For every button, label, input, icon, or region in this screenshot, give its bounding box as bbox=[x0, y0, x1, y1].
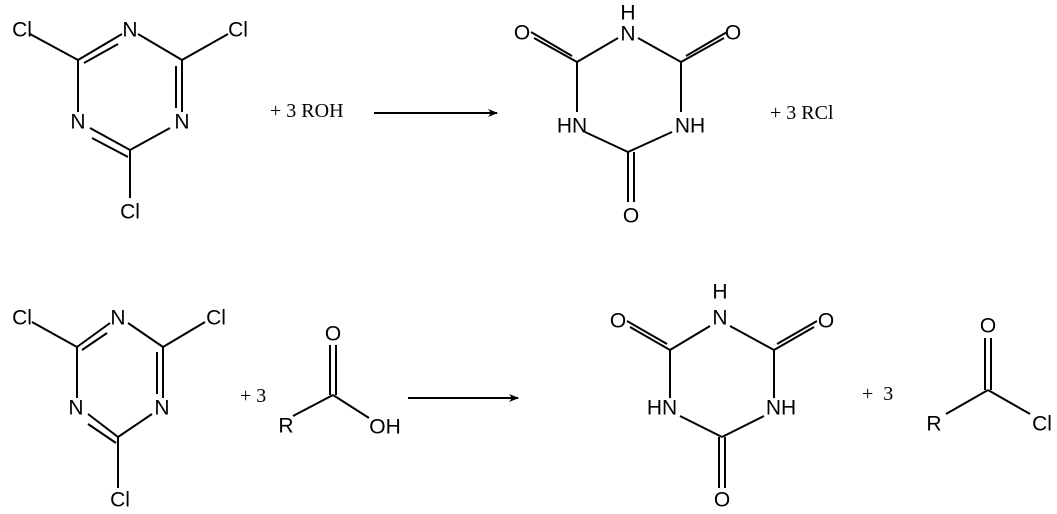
coefficient-label: + 3 bbox=[240, 385, 266, 407]
byproduct-label: + 3 RCl bbox=[770, 102, 834, 124]
atom-nh: NH bbox=[675, 115, 705, 138]
atom-o: O bbox=[514, 22, 530, 45]
atom-o: O bbox=[714, 489, 730, 512]
svg-text:N: N bbox=[712, 307, 727, 330]
atom-o: O bbox=[818, 310, 834, 333]
cyanuric-chloride-1: N N N Cl Cl Cl bbox=[12, 19, 248, 224]
atom-oh: OH bbox=[369, 416, 401, 439]
atom-cl: Cl bbox=[12, 307, 32, 330]
reagent-label: + 3 ROH bbox=[270, 100, 344, 122]
atom-o: O bbox=[623, 205, 639, 228]
svg-text:N: N bbox=[620, 23, 635, 46]
atom-hn: HN bbox=[647, 397, 677, 420]
cyanuric-acid-2: H N HN NH O O O bbox=[610, 281, 834, 512]
atom-cl: Cl bbox=[120, 201, 140, 224]
atom-n: N bbox=[68, 397, 83, 420]
atom-cl: Cl bbox=[1032, 413, 1052, 436]
atom-r: R bbox=[926, 413, 941, 436]
atom-n: N bbox=[70, 111, 85, 134]
atom-cl: Cl bbox=[206, 307, 226, 330]
atom-n: N bbox=[110, 307, 125, 330]
coefficient-label: + 3 bbox=[862, 383, 893, 405]
atom-o: O bbox=[980, 315, 996, 338]
atom-h: H bbox=[620, 2, 635, 25]
cyanuric-chloride-2: N N N Cl Cl Cl bbox=[12, 307, 226, 512]
atom-cl: Cl bbox=[110, 489, 130, 512]
atom-cl: Cl bbox=[12, 19, 32, 42]
atom-h: H bbox=[712, 281, 727, 304]
atom-n: N bbox=[154, 397, 169, 420]
atom-hn: HN bbox=[557, 115, 587, 138]
atom-o: O bbox=[325, 323, 341, 346]
atom-r: R bbox=[278, 415, 293, 438]
atom-o: O bbox=[610, 310, 626, 333]
atom-nh: NH bbox=[766, 397, 796, 420]
acyl-chloride: O R Cl bbox=[926, 315, 1052, 436]
cyanuric-acid-1: H NH N HN NH O O O bbox=[514, 2, 741, 228]
atom-o: O bbox=[725, 22, 741, 45]
carboxylic-acid: O R OH bbox=[278, 323, 400, 439]
atom-n: N bbox=[174, 111, 189, 134]
atom-n: N bbox=[122, 19, 137, 42]
atom-cl: Cl bbox=[228, 19, 248, 42]
